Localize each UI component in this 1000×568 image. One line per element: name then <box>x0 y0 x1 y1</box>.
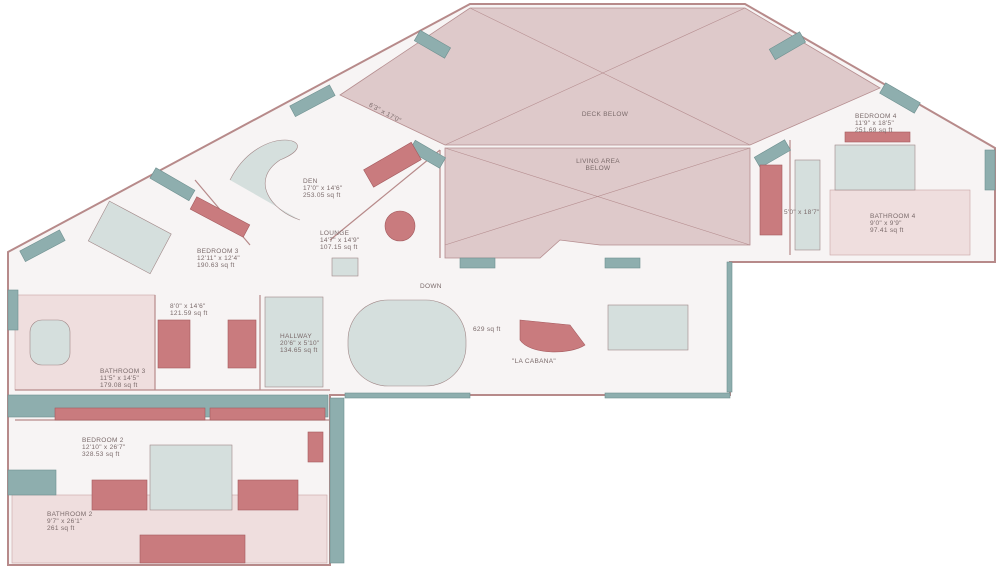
svg-text:BEDROOM 4: BEDROOM 4 <box>855 113 897 120</box>
la-cabana-area: 629 sq ft <box>473 326 501 333</box>
svg-text:121.59 sq ft: 121.59 sq ft <box>170 310 208 317</box>
svg-text:261 sq ft: 261 sq ft <box>47 525 75 532</box>
svg-text:14'7" x 14'9": 14'7" x 14'9" <box>320 237 360 244</box>
svg-text:8'0" x 14'6": 8'0" x 14'6" <box>170 303 206 310</box>
svg-text:190.63 sq ft: 190.63 sq ft <box>197 262 235 269</box>
bathroom-3-label: BATHROOM 3 11'5" x 14'5" 179.08 sq ft <box>100 368 146 389</box>
svg-text:BEDROOM 3: BEDROOM 3 <box>197 248 239 255</box>
svg-text:97.41 sq ft: 97.41 sq ft <box>870 227 904 234</box>
den-label: DEN 17'0" x 14'6" 253.05 sq ft <box>303 178 343 199</box>
svg-text:107.15 sq ft: 107.15 sq ft <box>320 244 358 251</box>
bathroom-2-label: BATHROOM 2 9'7" x 26'1" 261 sq ft <box>47 511 93 532</box>
closet-4-label: 5'0" x 18'7" <box>784 209 820 216</box>
svg-text:BEDROOM 2: BEDROOM 2 <box>82 437 124 444</box>
svg-text:11'9" x 18'5": 11'9" x 18'5" <box>855 120 894 127</box>
bedroom-4-label: BEDROOM 4 11'9" x 18'5" 251.69 sq ft <box>855 113 897 134</box>
svg-text:134.65 sq ft: 134.65 sq ft <box>280 347 318 354</box>
svg-text:179.08 sq ft: 179.08 sq ft <box>100 382 138 389</box>
bathroom-4-label: BATHROOM 4 9'0" x 9'9" 97.41 sq ft <box>870 213 916 234</box>
deck-label: DECK BELOW <box>582 111 629 118</box>
svg-text:BATHROOM 3: BATHROOM 3 <box>100 368 146 375</box>
svg-text:253.05 sq ft: 253.05 sq ft <box>303 192 341 199</box>
svg-text:17'0" x 14'6": 17'0" x 14'6" <box>303 185 343 192</box>
svg-text:HALLWAY: HALLWAY <box>280 333 312 340</box>
living-label-2: BELOW <box>586 165 612 172</box>
svg-text:12'10" x 26'7": 12'10" x 26'7" <box>82 444 126 451</box>
bedroom-2-label: BEDROOM 2 12'10" x 26'7" 328.53 sq ft <box>82 437 126 458</box>
svg-text:BATHROOM 2: BATHROOM 2 <box>47 511 93 518</box>
lounge-label: LOUNGE 14'7" x 14'9" 107.15 sq ft <box>320 230 360 251</box>
bathroom-4-area <box>829 189 971 256</box>
svg-text:251.69 sq ft: 251.69 sq ft <box>855 127 893 134</box>
svg-text:BATHROOM 4: BATHROOM 4 <box>870 213 916 220</box>
svg-text:9'7" x 26'1": 9'7" x 26'1" <box>47 518 83 525</box>
svg-text:328.53 sq ft: 328.53 sq ft <box>82 451 120 458</box>
svg-text:9'0" x 9'9": 9'0" x 9'9" <box>870 220 902 227</box>
la-cabana-label: "LA CABANA" <box>512 358 556 365</box>
svg-text:LOUNGE: LOUNGE <box>320 230 350 237</box>
svg-text:11'5" x 14'5": 11'5" x 14'5" <box>100 375 139 382</box>
svg-text:20'6" x 5'10": 20'6" x 5'10" <box>280 340 320 347</box>
svg-text:DEN: DEN <box>303 178 318 185</box>
furniture <box>29 131 916 564</box>
closet-3-label: 8'0" x 14'6" 121.59 sq ft <box>170 303 208 317</box>
hallway-label: HALLWAY 20'6" x 5'10" 134.65 sq ft <box>280 333 320 354</box>
bedroom-3-label: BEDROOM 3 12'11" x 12'4" 190.63 sq ft <box>197 248 240 269</box>
svg-text:12'11" x 12'4": 12'11" x 12'4" <box>197 255 240 262</box>
stair-down-label: DOWN <box>420 283 442 290</box>
living-label: LIVING AREA <box>576 158 620 165</box>
